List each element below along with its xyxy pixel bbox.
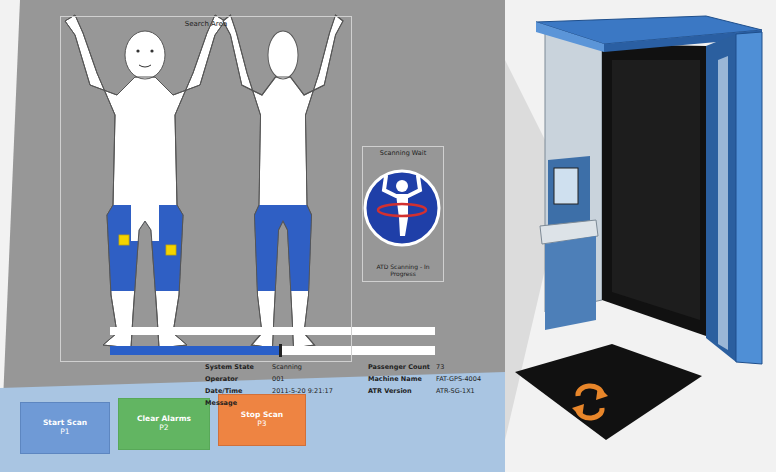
status-field-name: Passenger Count [368,364,430,371]
status-field-name: Operator [205,376,238,383]
panel-text: ATD Scanning - In Progress [366,264,440,278]
status-field-name: Machine Name [368,376,422,383]
status-field-name: System State [205,364,254,371]
progress-fill [110,346,280,355]
function-button: Start ScanP1 [20,402,110,454]
status-field-value: 73 [436,364,444,371]
front-figure [65,15,225,348]
status-bar [0,372,505,472]
panel-title: Stop Scan [241,411,283,420]
panel-title: Scanning Wait [380,150,426,157]
scan-status-panel: Scanning WaitATD Scanning - In Progress [362,146,444,282]
search-area-panel: Search Area [60,16,352,362]
function-button: Clear AlarmsP2 [118,398,210,450]
panel-text: P1 [60,428,69,437]
panel-title: Start Scan [43,419,87,428]
status-field-value: ATR-SG-1X1 [436,388,475,395]
panel-title: Search Area [185,20,227,28]
status-field-name: Date/Time [205,388,243,395]
status-field-name: ATR Version [368,388,412,395]
progress-track [110,327,435,335]
status-field-value: 001 [272,376,284,383]
panel-title: Clear Alarms [137,415,191,424]
status-field-name: Message [205,400,237,407]
body-scanner [515,16,762,440]
status-field-value: FAT-GPS-4004 [436,376,481,383]
progress-track [110,346,435,355]
screen [0,0,505,472]
panel-text: P2 [159,424,168,433]
panel-text: P3 [257,420,266,429]
back-figure [223,15,343,348]
scan-icon [365,171,439,245]
status-field-value: 2011-5-20 9:21:17 [272,388,333,395]
progress-marker [279,344,282,357]
status-field-value: Scanning [272,364,302,371]
